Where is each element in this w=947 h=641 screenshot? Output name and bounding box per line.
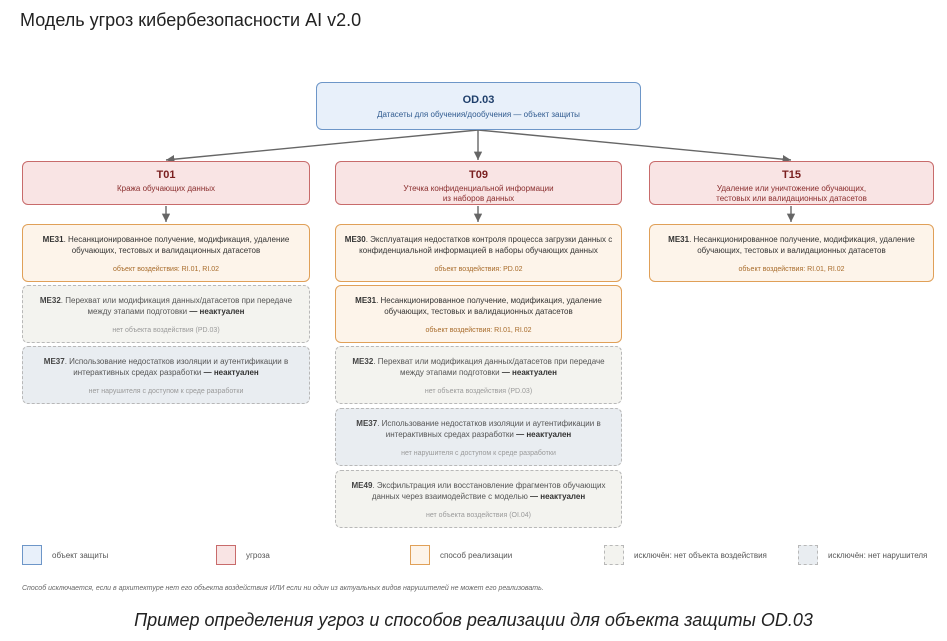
method-box-t09-me31: ME31. Несанкционированное получение, мод…: [335, 285, 622, 343]
method-text: ME31. Несанкционированное получение, мод…: [668, 235, 915, 255]
legend-label-protect: объект защиты: [52, 551, 109, 560]
method-footnote: нет нарушителя с доступом к среде разраб…: [401, 450, 556, 457]
method-text: ME32. Перехват или модификация данных/да…: [39, 296, 293, 316]
method-box-t01-me31: ME31. Несанкционированное получение, мод…: [22, 224, 310, 282]
method-text: ME31. Несанкционированное получение, мод…: [42, 235, 290, 255]
protection-object-subtitle: Датасеты для обучения/дообучения — объек…: [377, 110, 580, 119]
legend-label-excluded-violator: исключён: нет нарушителя: [828, 551, 928, 560]
threat-box-t15: T15 Удаление или уничтожение обучающих,т…: [649, 161, 934, 205]
legend-label-threat: угроза: [246, 551, 270, 560]
threat-name: Удаление или уничтожение обучающих,тесто…: [716, 184, 867, 203]
method-text: ME37. Использование недостатков изоляции…: [43, 357, 289, 377]
method-box-t01-me37: ME37. Использование недостатков изоляции…: [22, 346, 310, 404]
method-text: ME31. Несанкционированное получение, мод…: [355, 296, 602, 316]
method-box-t09-me49: ME49. Эксфильтрация или восстановление ф…: [335, 470, 622, 528]
threat-name: Кража обучающих данных: [116, 184, 216, 193]
arrow-od-to-t15: [477, 129, 792, 164]
figure-caption: Пример определения угроз и способов реал…: [134, 610, 813, 630]
protection-object-code: OD.03: [462, 94, 495, 106]
threat-code: T01: [156, 169, 176, 181]
legend-swatch-protect: [22, 545, 42, 565]
method-footnote: нет нарушителя с доступом к среде разраб…: [88, 388, 244, 395]
arrow-od-to-t01: [165, 129, 479, 164]
method-box-t09-me30: ME30. Эксплуатация недостатков контроля …: [335, 224, 622, 282]
method-footnote: нет объекта воздействия (PD.03): [112, 327, 220, 334]
protection-object-box: OD.03 Датасеты для обучения/дообучения —…: [316, 82, 641, 130]
method-box-t15-me31: ME31. Несанкционированное получение, мод…: [649, 224, 934, 282]
threat-box-t01: T01 Кража обучающих данных: [22, 161, 310, 205]
page-title: Модель угроз кибербезопасности AI v2.0: [20, 10, 362, 30]
legend-swatch-method: [410, 545, 430, 565]
legend-swatch-excluded-violator: [798, 545, 818, 565]
method-footnote: объект воздействия: RI.01, RI.02: [738, 266, 845, 273]
method-text: ME49. Эксфильтрация или восстановление ф…: [351, 481, 606, 501]
method-footnote: объект воздействия: RI.01, RI.02: [425, 327, 532, 334]
method-footnote: объект воздействия: PD.02: [434, 266, 523, 273]
method-box-t01-me32: ME32. Перехват или модификация данных/да…: [22, 285, 310, 343]
threat-code: T09: [469, 169, 488, 181]
method-footnote: нет объекта воздействия (OI.04): [426, 512, 531, 519]
method-text: ME30. Эксплуатация недостатков контроля …: [344, 235, 613, 255]
method-box-t09-me37: ME37. Использование недостатков изоляции…: [335, 408, 622, 466]
legend-label-method: способ реализации: [440, 551, 513, 560]
method-footnote: нет объекта воздействия (PD.03): [424, 388, 533, 395]
legend-swatch-excluded-object: [604, 545, 624, 565]
legend-label-excluded-object: исключён: нет объекта воздействия: [634, 551, 767, 560]
method-text: ME32. Перехват или модификация данных/да…: [352, 357, 605, 377]
method-footnote: объект воздействия: RI.01, RI.02: [113, 266, 219, 273]
legend-swatch-threat: [216, 545, 236, 565]
method-text: ME37. Использование недостатков изоляции…: [356, 419, 601, 439]
exclusion-note: Способ исключается, если в архитектуре н…: [22, 585, 544, 592]
threat-code: T15: [782, 169, 801, 181]
method-box-t09-me32: ME32. Перехват или модификация данных/да…: [335, 346, 622, 404]
